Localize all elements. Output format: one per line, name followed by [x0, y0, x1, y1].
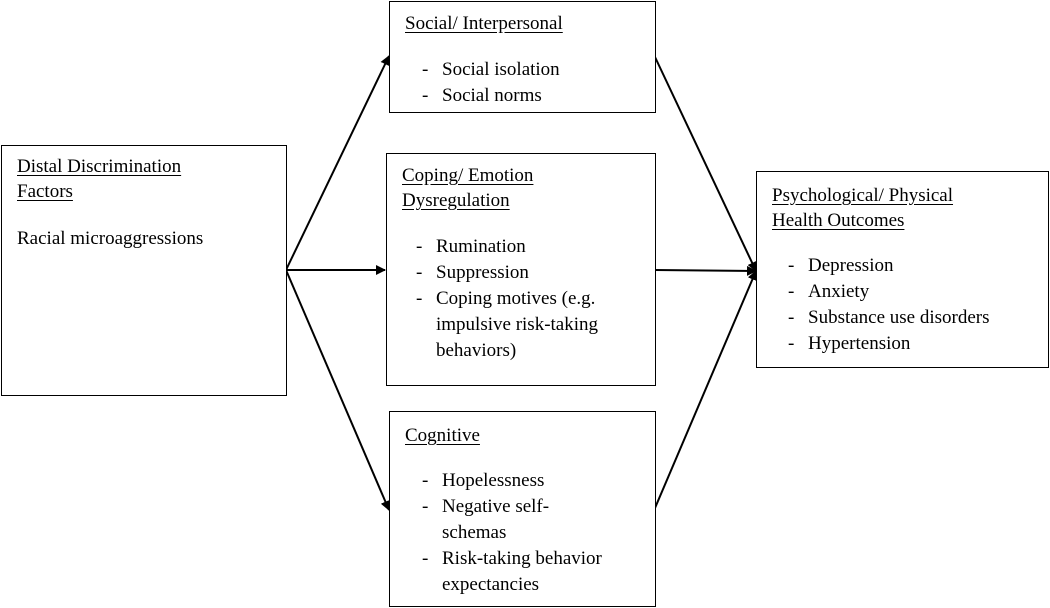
arrow-distal-to-cognitive: [285, 269, 391, 511]
distal-factors-box: Distal Discrimination Factors Racial mic…: [1, 145, 287, 396]
list-item: Substance use disorders: [788, 305, 990, 331]
list-item: Suppression: [416, 260, 598, 286]
outcomes-list: Depression Anxiety Substance use disorde…: [788, 253, 990, 357]
arrow-social-to-outcomes: [654, 56, 757, 272]
distal-factors-text: Racial microaggressions: [17, 228, 204, 249]
social-box: Social/ Interpersonal Social isolation S…: [389, 1, 656, 113]
outcomes-box: Psychological/ Physical Health Outcomes …: [756, 171, 1049, 368]
list-item: Negative self- schemas: [422, 494, 602, 546]
social-title: Social/ Interpersonal: [405, 13, 563, 34]
arrow-coping-to-outcomes: [654, 265, 757, 276]
list-item: Social norms: [422, 83, 560, 109]
list-item: Depression: [788, 253, 990, 279]
list-item: Risk-taking behavior expectancies: [422, 546, 602, 598]
list-item: Coping motives (e.g. impulsive risk-taki…: [416, 286, 598, 364]
arrow-cognitive-to-outcomes: [654, 270, 758, 509]
social-list: Social isolation Social norms: [422, 57, 560, 109]
list-item: Hopelessness: [422, 468, 602, 494]
list-item: Hypertension: [788, 331, 990, 357]
cognitive-title: Cognitive: [405, 425, 480, 446]
list-item: Anxiety: [788, 279, 990, 305]
coping-list: Rumination Suppression Coping motives (e…: [416, 234, 598, 364]
coping-title: Coping/ Emotion Dysregulation: [402, 165, 534, 211]
arrow-distal-to-social: [285, 55, 390, 271]
cognitive-box: Cognitive Hopelessness Negative self- sc…: [389, 411, 656, 607]
coping-box: Coping/ Emotion Dysregulation Rumination…: [386, 153, 656, 386]
distal-factors-title: Distal Discrimination Factors: [17, 156, 182, 202]
list-item: Rumination: [416, 234, 598, 260]
list-item: Social isolation: [422, 57, 560, 83]
cognitive-list: Hopelessness Negative self- schemas Risk…: [422, 468, 602, 598]
outcomes-title: Psychological/ Physical Health Outcomes: [772, 185, 954, 231]
